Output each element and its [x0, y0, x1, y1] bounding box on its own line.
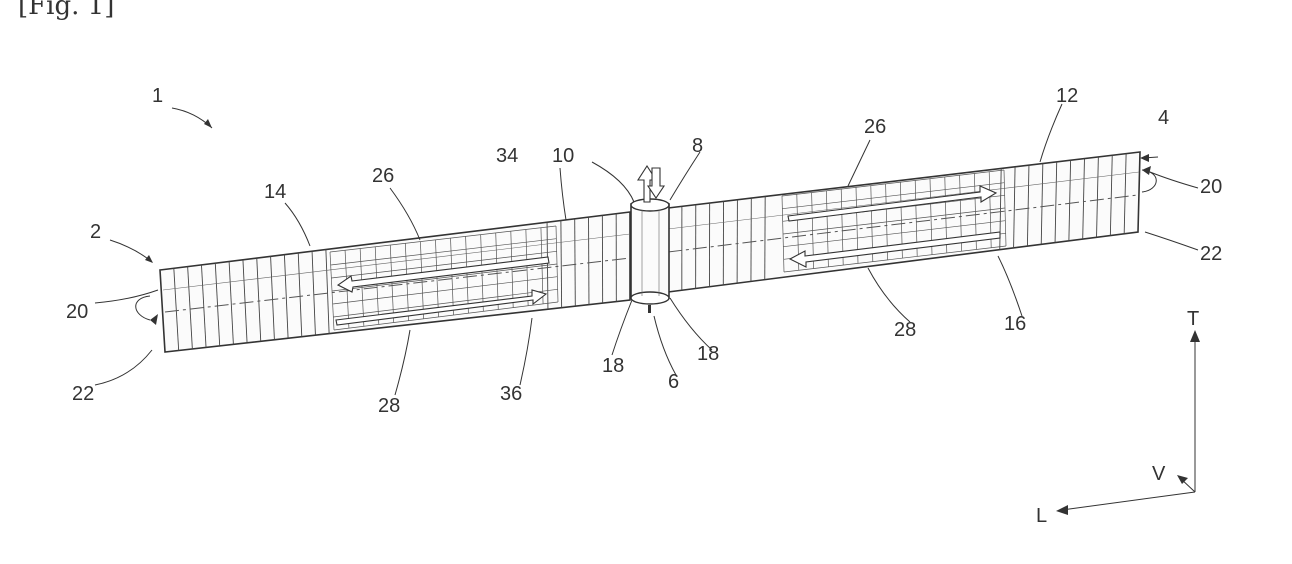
left-fold-arrowhead-icon	[150, 314, 158, 325]
v-axis-arrowhead-icon	[1177, 475, 1188, 484]
axis-label-l: L	[1036, 505, 1047, 527]
ref-36: 36	[500, 383, 522, 405]
ref-28-left: 28	[378, 395, 400, 417]
ref-34: 34	[496, 145, 518, 167]
ref-18-right: 18	[697, 343, 719, 365]
ref-10: 10	[552, 145, 574, 167]
ref-26-left: 26	[372, 165, 394, 187]
ref-20-right: 20	[1200, 176, 1222, 198]
ref-26-right: 26	[864, 116, 886, 138]
ref-6: 6	[668, 371, 679, 393]
ref-22-right: 22	[1200, 243, 1222, 265]
ref-20-left: 20	[66, 301, 88, 323]
hub-bottom	[631, 292, 669, 304]
l-axis-line	[1062, 492, 1195, 510]
hub-body	[631, 204, 669, 298]
ref-4: 4	[1158, 107, 1169, 129]
figure-caption: [Fig. 1]	[18, 0, 114, 21]
ref-28-right: 28	[894, 319, 916, 341]
ref-14: 14	[264, 181, 286, 203]
ref-18-left: 18	[602, 355, 624, 377]
ref-2: 2	[90, 221, 101, 243]
l-axis-arrowhead-icon	[1056, 505, 1068, 515]
left-fold-arrow	[136, 296, 150, 320]
ref-12: 12	[1056, 85, 1078, 107]
coordinate-axes: T V L	[1036, 308, 1200, 527]
ref-8: 8	[692, 135, 703, 157]
hub-pin	[648, 305, 651, 313]
central-hub	[631, 166, 669, 313]
t-axis-arrowhead-icon	[1190, 330, 1200, 342]
panel-rib	[575, 219, 576, 306]
ref-16: 16	[1004, 313, 1026, 335]
ref-22-left: 22	[72, 383, 94, 405]
axis-label-t: T	[1187, 308, 1199, 330]
right-fold-arrowhead-icon	[1142, 166, 1151, 175]
axis-label-v: V	[1152, 463, 1166, 485]
ref-1: 1	[152, 85, 163, 107]
